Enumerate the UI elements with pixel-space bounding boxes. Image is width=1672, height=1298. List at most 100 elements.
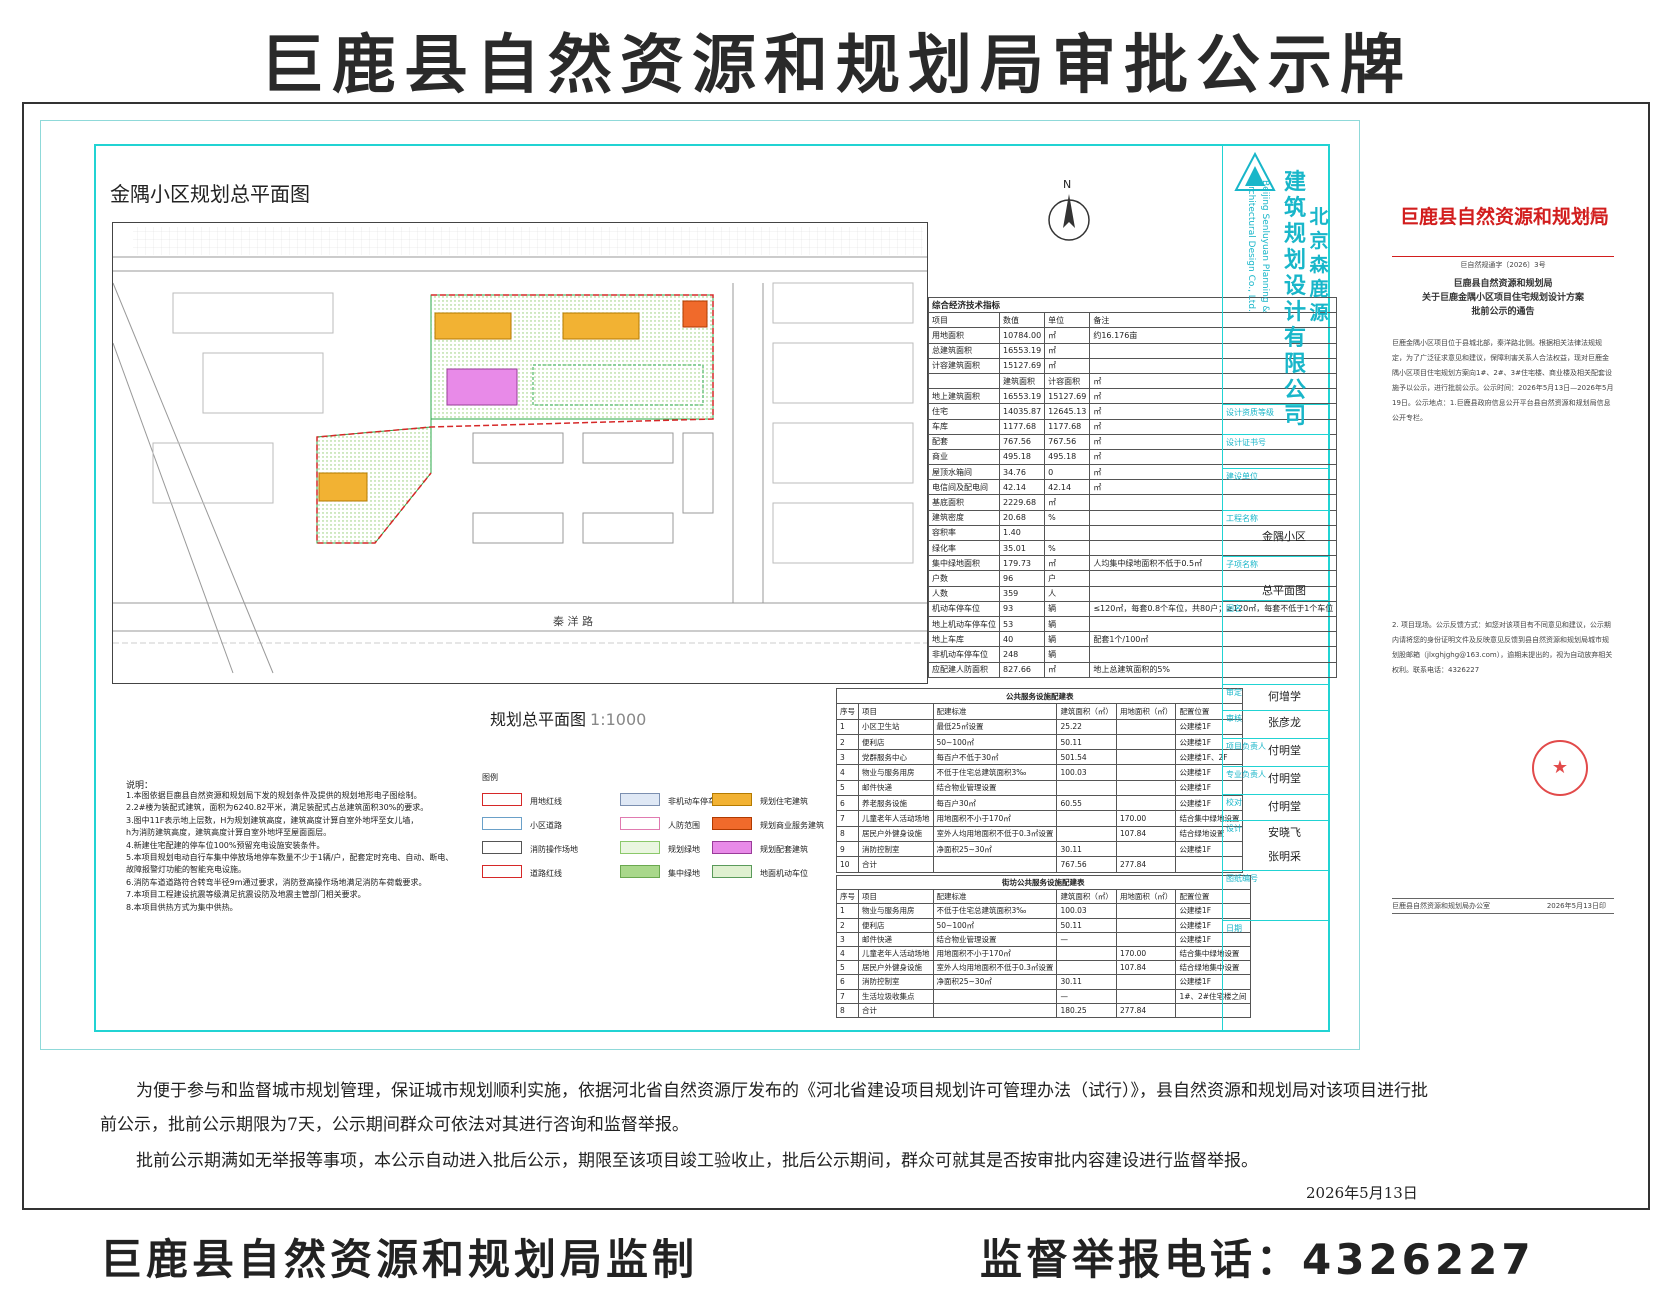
note-item: 1.本图依据巨鹿县自然资源和规划局下发的规划条件及提供的规划地形电子图绘制。: [126, 791, 422, 800]
street-table-cell: 便利店: [858, 917, 934, 933]
document-rule: [1392, 256, 1614, 257]
econ-table-cell: 35.01: [998, 539, 1046, 557]
econ-table-cell: 用地面积: [928, 327, 1000, 344]
street-table-cell: [1115, 917, 1177, 933]
street-table-cell: [1115, 974, 1177, 990]
econ-table-cell: 计容面积: [1044, 372, 1091, 390]
econ-table-cell: 车库: [928, 418, 1000, 435]
public-table-cell: 1: [836, 718, 859, 735]
econ-table-cell: 计容建筑面积: [928, 357, 1000, 374]
econ-table-cell: 20.68: [998, 509, 1046, 526]
site-plan-drawing: 秦 洋 路: [112, 222, 928, 684]
street-header-cell: 建筑面积（㎡）: [1056, 889, 1117, 905]
legend-swatch: [712, 865, 752, 878]
econ-table-cell: 827.66: [998, 661, 1046, 678]
legend-label: 集中绿地: [668, 869, 700, 878]
legend-label: 小区道路: [530, 821, 562, 830]
street-table-cell: 4: [836, 945, 859, 962]
econ-table-cell: 地上总建筑面积的5%: [1089, 661, 1338, 678]
public-table-cell: [1115, 795, 1177, 812]
econ-table-cell: 人: [1044, 585, 1091, 602]
legend-label: 地面机动车位: [760, 869, 808, 878]
public-table-cell: 7: [836, 810, 859, 827]
econ-table-cell: 非机动车停车位: [928, 646, 1000, 663]
econ-table-cell: 248: [998, 646, 1046, 663]
street-table-cell: 180.25: [1056, 1002, 1117, 1018]
company-english-name: Beijing Senluyuan Planning & Architectur…: [1246, 180, 1270, 313]
public-table-cell: [1056, 779, 1117, 797]
street-table-cell: 邮件快递: [858, 931, 934, 947]
econ-table-cell: ㎡: [1044, 327, 1091, 344]
title-block-label: 图纸编号: [1226, 874, 1258, 883]
signer-name: 张明采: [1268, 850, 1301, 863]
public-header-row: 序号项目配建标准建筑面积（㎡）用地面积（㎡）配置位置: [836, 703, 1244, 720]
econ-table-cell: 495.18: [998, 448, 1046, 466]
announcement-paragraph-1b: 前公示，批前公示期限为7天，公示期间群众可依法对其进行咨询和监督举报。: [100, 1115, 689, 1135]
street-table-cell: 室外人均用地面积不低于0.3㎡设置: [932, 960, 1058, 976]
econ-table-cell: 机动车停车位: [928, 600, 1000, 617]
signer-name: 付明堂: [1268, 800, 1301, 813]
econ-table-cell: 12645.13: [1044, 403, 1091, 420]
title-block-row: 子项名称: [1222, 556, 1330, 600]
public-table-cell: 养老服务设施: [858, 795, 934, 812]
public-table-cell: 便利店: [858, 733, 934, 751]
public-table-cell: 9: [836, 840, 859, 858]
street-table-cell: —: [1056, 988, 1117, 1004]
board-title: 巨鹿县自然资源和规划局审批公示牌: [260, 29, 1412, 103]
public-table-cell: 60.55: [1056, 795, 1117, 812]
title-block-row: 校对: [1222, 794, 1330, 820]
legend-label: 消防操作场地: [530, 845, 578, 854]
econ-table-cell: 住宅: [928, 403, 1000, 420]
street-table-cell: 2: [836, 917, 859, 933]
econ-table-cell: 绿化率: [928, 539, 1000, 557]
street-table-cell: 合计: [858, 1002, 934, 1018]
econ-table-cell: 辆: [1044, 615, 1091, 633]
public-table-cell: [1056, 810, 1117, 827]
compass-north-label: N: [1063, 178, 1072, 191]
public-table-cell: 25.22: [1056, 718, 1117, 735]
signer-name: 张彦龙: [1268, 716, 1301, 729]
public-table-cell: [1115, 764, 1177, 781]
econ-table-cell: [928, 372, 1000, 390]
econ-table-cell: 应配建人防面积: [928, 661, 1000, 678]
document-title-line: 关于巨鹿金隅小区项目住宅规划设计方案: [1421, 293, 1584, 303]
announcement-paragraph-2: 批前公示期满如无举报等事项，本公示自动进入批后公示，期限至该项目竣工验收止，批后…: [136, 1151, 1258, 1171]
legend-label: 规划住宅建筑: [760, 797, 808, 806]
econ-table-cell: 0: [1044, 464, 1091, 481]
title-block-row: 专业负责人: [1222, 766, 1330, 794]
legend-swatch: [620, 865, 660, 878]
public-header-cell: 配建标准: [932, 703, 1058, 720]
public-table-cell: 30.11: [1056, 840, 1117, 858]
plan-subtitle: 规划总平面图: [490, 710, 587, 729]
street-table-cell: [1115, 988, 1177, 1004]
street-table-cell: 6: [836, 974, 859, 990]
econ-table-cell: ㎡: [1044, 357, 1091, 374]
signer-name: 付明堂: [1268, 744, 1301, 757]
street-header-row: 序号项目配建标准建筑面积（㎡）用地面积（㎡）配置位置: [836, 889, 1251, 905]
econ-table-cell: 电信间及配电间: [928, 479, 1000, 496]
street-label: 秦 洋 路: [553, 614, 593, 628]
legend-swatch: [482, 865, 522, 878]
econ-table-cell: 96: [998, 570, 1046, 587]
econ-table-cell: 屋顶水箱间: [928, 464, 1000, 481]
title-block-row: 项目负责人: [1222, 738, 1330, 766]
street-table-cell: [1056, 960, 1117, 976]
title-block-label: 图名: [1226, 604, 1242, 613]
company-logo-icon: [1234, 151, 1276, 191]
econ-table-cell: 179.73: [998, 555, 1046, 572]
legend-swatch: [620, 817, 660, 830]
public-table-cell: 8: [836, 825, 859, 842]
document-title: 巨鹿县自然资源和规划局关于巨鹿金隅小区项目住宅规划设计方案批前公示的通告: [1392, 277, 1614, 319]
street-header-cell: 用地面积（㎡）: [1115, 889, 1177, 905]
econ-table-cell: 40: [998, 631, 1046, 648]
street-table-cell: 结合物业管理设置: [932, 931, 1058, 947]
document-body: 巨鹿金隅小区项目位于县城北部，秦洋路北侧。根据相关法律法规规定，为了广泛征求意见…: [1392, 339, 1614, 422]
